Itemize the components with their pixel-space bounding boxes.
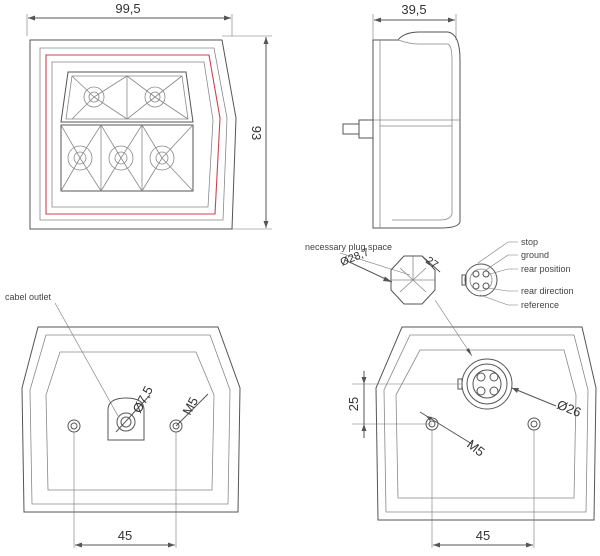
front-view: 99,5 93 [26,1,272,230]
legend-reference: reference [521,300,559,310]
legend-stop: stop [521,237,538,247]
dim-socket-diameter: Ø26 [555,397,583,420]
side-view: 39,5 [342,2,461,229]
dim-plug-depth: 27 [423,255,440,272]
dim-outlet-diameter: Ø7,5 [129,383,155,415]
plug-space-detail: necessary plug space Ø28,7 27 stop groun… [305,237,574,310]
dim-width-front: 99,5 [115,1,140,16]
label-cable-outlet: cabel outlet [5,292,52,302]
legend-rear-position: rear position [521,264,571,274]
dim-spacing-right: 45 [476,528,490,543]
dim-height-front: 93 [249,126,264,140]
dim-spacing-left: 45 [118,528,132,543]
back-view-right: Ø26 25 M5 45 [346,299,597,548]
dim-thread-left: M5 [179,394,201,417]
dim-socket-height: 25 [346,397,361,411]
back-view-left: cabel outlet Ø7,5 M5 45 [5,292,241,548]
legend-ground: ground [521,250,549,260]
dim-depth-side: 39,5 [401,2,426,17]
dim-thread-right: M5 [464,437,487,460]
legend-rear-direction: rear direction [521,286,574,296]
label-plug-space: necessary plug space [305,242,392,252]
